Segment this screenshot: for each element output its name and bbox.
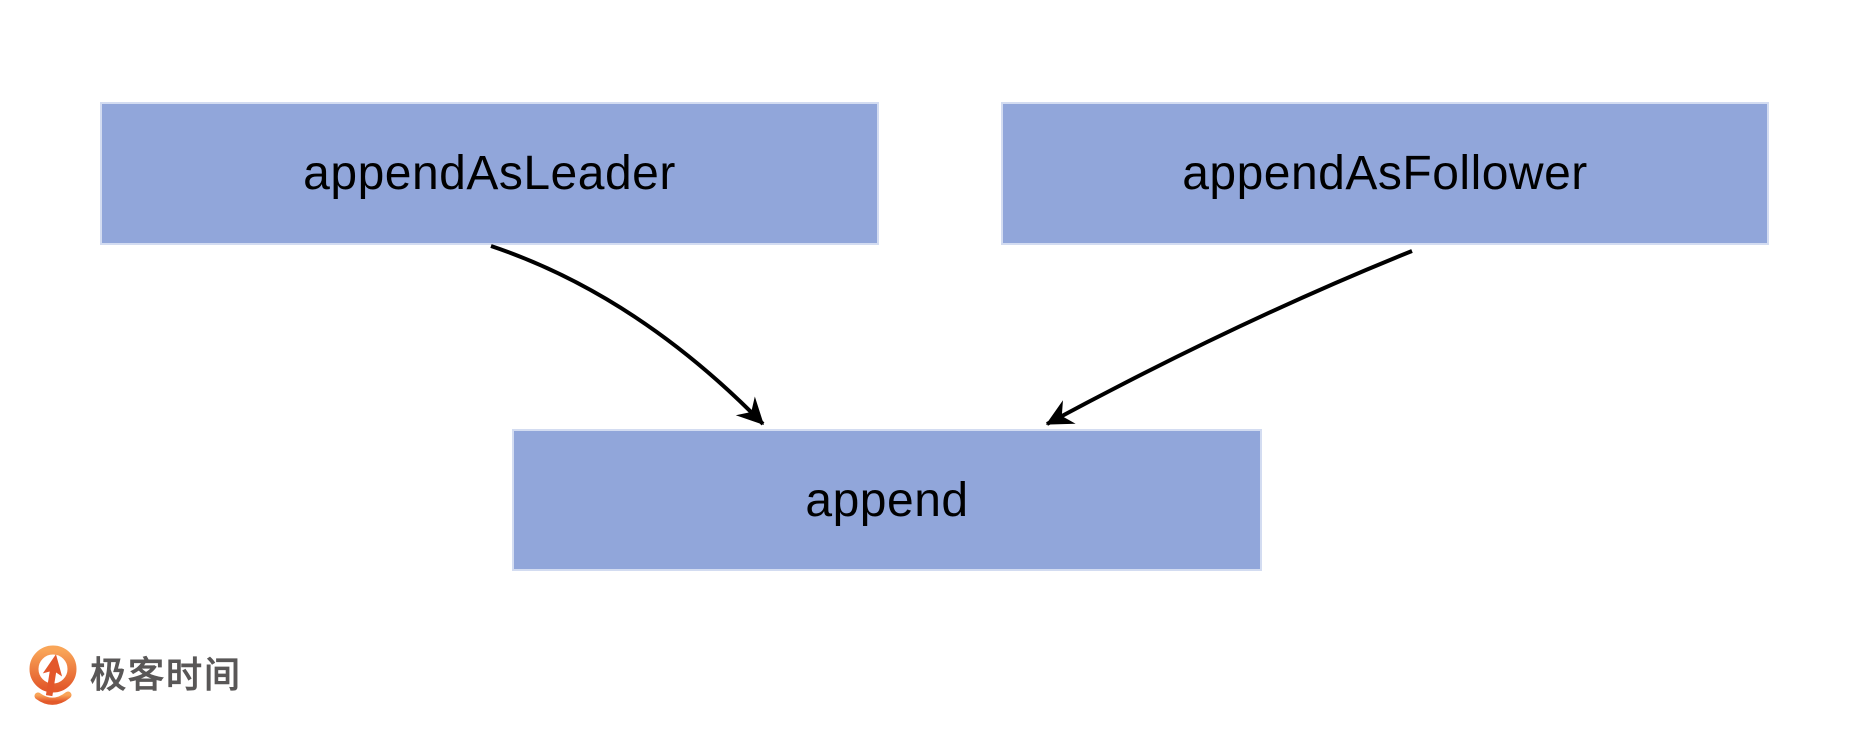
arrow-follower-to-append bbox=[1045, 249, 1413, 426]
geektime-logo-icon bbox=[29, 645, 77, 705]
node-append-as-follower-label: appendAsFollower bbox=[1182, 147, 1588, 200]
node-append: append bbox=[512, 429, 1262, 571]
node-append-as-leader-label: appendAsLeader bbox=[303, 147, 676, 200]
logo-text: 极客时间 bbox=[90, 654, 243, 695]
node-append-as-leader: appendAsLeader bbox=[100, 102, 879, 245]
logo: 极客时间 bbox=[28, 644, 242, 712]
node-append-label: append bbox=[805, 473, 969, 527]
arrow-leader-to-append bbox=[490, 244, 765, 426]
node-append-as-follower: appendAsFollower bbox=[1001, 102, 1769, 245]
